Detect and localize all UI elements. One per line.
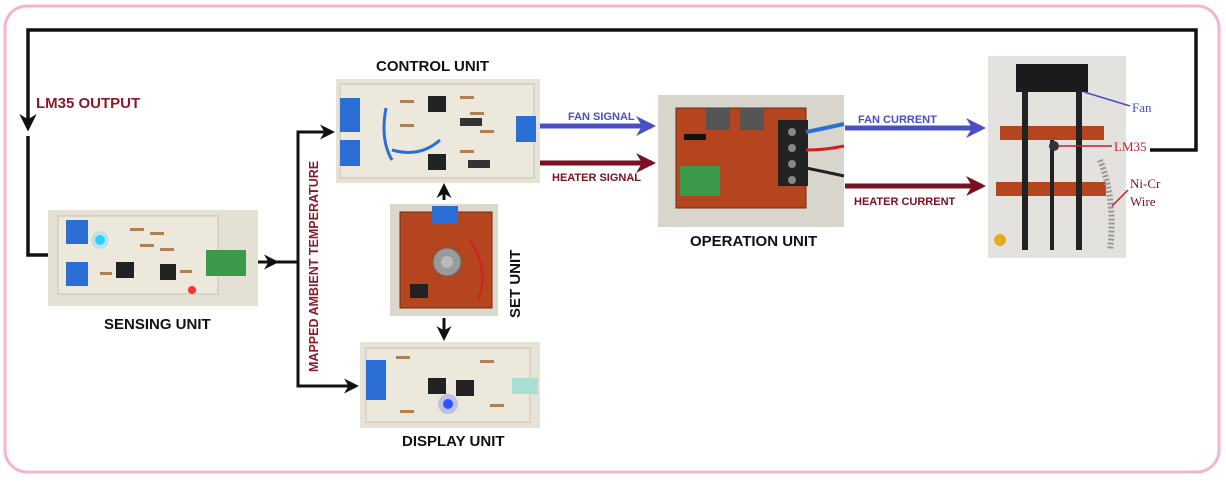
fan-signal-label: FAN SIGNAL xyxy=(568,111,635,123)
nicr-callout-line2: Wire xyxy=(1130,194,1156,209)
set-unit-label: SET UNIT xyxy=(507,250,524,318)
set-unit-photo xyxy=(390,204,498,316)
mapped-ambient-label: MAPPED AMBIENT TEMPERATURE xyxy=(307,161,321,372)
fan-callout: Fan xyxy=(1132,100,1152,115)
fan-current-label: FAN CURRENT xyxy=(858,114,937,126)
nicr-callout-line1: Ni-Cr xyxy=(1130,176,1161,191)
display-unit-photo xyxy=(360,342,540,428)
lm35-output-label: LM35 OUTPUT xyxy=(36,95,140,112)
sensing-unit-photo xyxy=(48,210,258,306)
operation-unit-label: OPERATION UNIT xyxy=(690,233,817,250)
lm35-callout: LM35 xyxy=(1114,139,1147,154)
control-unit-photo xyxy=(336,79,540,183)
heater-current-label: HEATER CURRENT xyxy=(854,196,956,208)
heater-signal-label: HEATER SIGNAL xyxy=(552,172,641,184)
chamber-photo xyxy=(988,56,1126,258)
display-unit-label: DISPLAY UNIT xyxy=(402,433,505,450)
sensing-unit-label: SENSING UNIT xyxy=(104,316,211,333)
operation-unit-photo xyxy=(658,95,844,227)
control-unit-label: CONTROL UNIT xyxy=(376,58,489,75)
